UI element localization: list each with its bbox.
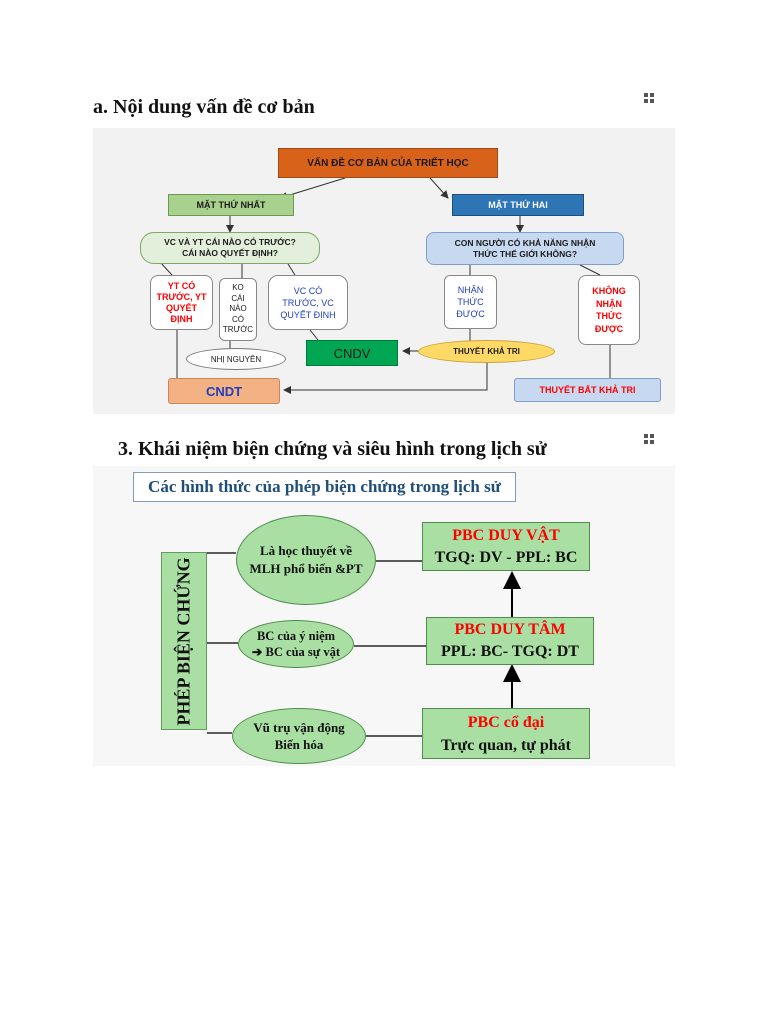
knowability-theory-node: THUYẾT KHẢ TRI <box>418 340 555 363</box>
grid-icon[interactable] <box>644 93 654 103</box>
question-one-node: VC VÀ YT CÁI NÀO CÓ TRƯỚC? CÁI NÀO QUYẾT… <box>140 232 320 264</box>
unknowable-line: ĐƯỢC <box>594 323 624 334</box>
vertical-label: PHÉP BIỆN CHỨNG <box>173 556 194 726</box>
oval-mid-line2-row: ➔ BC của sự vật <box>252 644 340 660</box>
question-one-line2: CÁI NÀO QUYẾT ĐỊNH? <box>182 248 278 258</box>
yt-first-line: ĐỊNH <box>170 313 193 324</box>
box-ancient-title: PBC cổ đại <box>467 713 545 731</box>
oval-top-line2: MLH phổ biến &PT <box>249 561 363 576</box>
neither-first-node: KO CÁI NÀO CÓ TRƯỚC <box>219 278 257 341</box>
vc-first-line: TRƯỚC, VC <box>282 297 334 308</box>
box-idealist: PBC DUY TÂM PPL: BC- TGQ: DT <box>426 617 594 665</box>
yt-first-line: YT CÓ <box>167 280 196 291</box>
unknowable-line: NHẬN <box>596 298 622 309</box>
question-one-line1: VC VÀ YT CÁI NÀO CÓ TRƯỚC? <box>164 237 296 247</box>
vc-first-line: VC CÓ <box>293 285 323 296</box>
neither-first-line: KO <box>232 283 244 293</box>
neither-first-line: CÓ <box>232 314 244 324</box>
neither-first-line: NÀO <box>229 304 247 314</box>
yt-first-line: TRƯỚC, YT <box>156 291 207 302</box>
yt-first-line: QUYẾT <box>165 302 197 313</box>
knowable-node: NHẬN THỨC ĐƯỢC <box>444 275 497 329</box>
oval-top-line1: Là học thuyết về <box>259 543 353 558</box>
root-node: VẤN ĐỀ CƠ BẢN CỦA TRIẾT HỌC <box>278 148 498 178</box>
grid-icon[interactable] <box>644 434 654 444</box>
knowable-line: NHẬN <box>457 285 484 295</box>
oval-mid-line1: BC của ý niệm <box>256 629 336 643</box>
box-idealist-detail: PPL: BC- TGQ: DT <box>441 643 579 660</box>
aspect-two-node: MẶT THỨ HAI <box>452 194 584 216</box>
arrow-right-icon: ➔ <box>251 645 266 659</box>
oval-bot: Vũ trụ vận động Biến hóa <box>232 708 366 764</box>
unknowable-line: THỨC <box>596 311 622 321</box>
box-materialist-detail: TGQ: DV - PPL: BC <box>434 548 578 566</box>
unknowable-node: KHÔNG NHẬN THỨC ĐƯỢC <box>578 275 640 345</box>
aspect-one-node: MẶT THỨ NHẤT <box>168 194 294 216</box>
box-ancient-detail: Trực quan, tự phát <box>440 736 572 754</box>
vertical-label-box: PHÉP BIỆN CHỨNG <box>161 552 207 730</box>
dualism-node: NHỊ NGUYÊN <box>186 348 286 370</box>
neither-first-line: CÁI <box>231 293 245 303</box>
yt-first-node: YT CÓ TRƯỚC, YT QUYẾT ĐỊNH <box>150 275 213 330</box>
oval-bot-line2: Biến hóa <box>274 737 324 752</box>
question-two-node: CON NGƯỜI CÓ KHẢ NĂNG NHẬN THỨC THẾ GIỚI… <box>426 232 624 265</box>
vc-first-line: QUYẾT ĐỊNH <box>280 309 336 320</box>
knowable-line: ĐƯỢC <box>456 309 485 319</box>
question-two-line2: THỨC THẾ GIỚI KHÔNG? <box>472 248 578 259</box>
knowable-line: THỨC <box>457 297 484 307</box>
box-materialist: PBC DUY VẬT TGQ: DV - PPL: BC <box>422 522 590 571</box>
materialism-node: CNDV <box>306 340 398 366</box>
box-idealist-title: PBC DUY TÂM <box>454 621 566 638</box>
question-two-line1: CON NGƯỜI CÓ KHẢ NĂNG NHẬN <box>454 237 596 248</box>
box-ancient: PBC cổ đại Trực quan, tự phát <box>422 708 590 759</box>
neither-first-line: TRƯỚC <box>222 325 254 335</box>
idealism-node: CNDT <box>168 378 280 404</box>
oval-mid-line2: BC của sự vật <box>265 645 341 659</box>
section-a-heading: a. Nội dung vấn đề cơ bản <box>93 96 315 118</box>
agnosticism-node: THUYẾT BẤT KHẢ TRI <box>514 378 661 402</box>
diagram-3-subtitle: Các hình thức của phép biện chứng trong … <box>133 472 516 502</box>
oval-mid: BC của ý niệm ➔ BC của sự vật <box>238 620 354 668</box>
unknowable-line: KHÔNG <box>592 286 626 296</box>
section-3-heading: 3. Khái niệm biện chứng và siêu hình tro… <box>118 438 547 460</box>
vc-first-node: VC CÓ TRƯỚC, VC QUYẾT ĐỊNH <box>268 275 348 330</box>
box-materialist-title: PBC DUY VẬT <box>452 526 560 544</box>
oval-bot-line1: Vũ trụ vận động <box>253 720 345 735</box>
oval-top: Là học thuyết về MLH phổ biến &PT <box>236 515 376 605</box>
